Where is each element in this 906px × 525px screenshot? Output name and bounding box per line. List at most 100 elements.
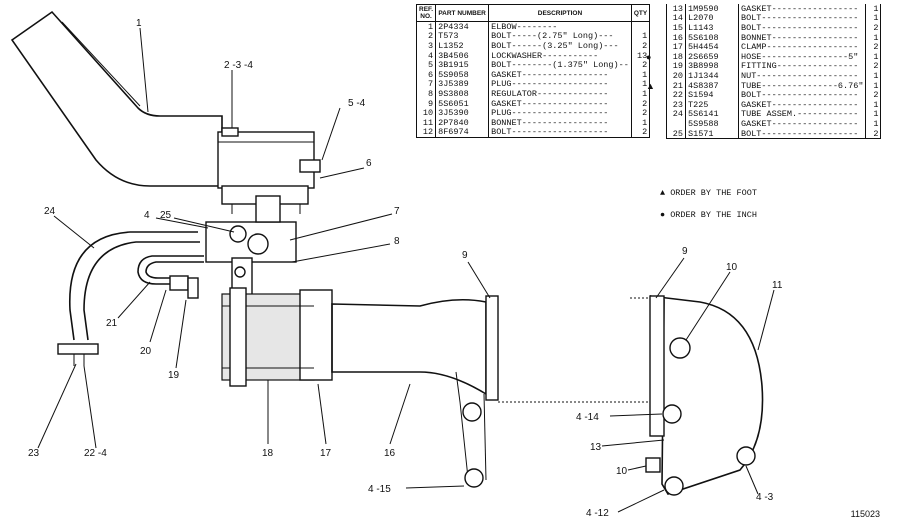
callout-8: 8 bbox=[394, 236, 400, 247]
header-ref-no: REF. NO. bbox=[415, 4, 437, 22]
legend-order-by-foot: ▲ ORDER BY THE FOOT bbox=[660, 188, 757, 198]
qty-cell: 2 bbox=[865, 42, 882, 52]
ref-cell: 22 bbox=[666, 90, 686, 100]
part-number-cell: L2070 bbox=[685, 13, 739, 24]
tube-assembly bbox=[57, 231, 200, 366]
callout-25: 25 bbox=[160, 210, 172, 221]
callout-23: 23 bbox=[28, 448, 40, 459]
part-number-cell: 3J5390 bbox=[435, 108, 490, 118]
callout-9-left: 9 bbox=[462, 250, 468, 261]
callout-labels: 1 2 -3 -4 5 -4 6 7 8 4 25 24 21 20 19 23… bbox=[28, 18, 783, 519]
ref-cell: 4 bbox=[415, 50, 437, 61]
part-number-cell: 3J5389 bbox=[435, 79, 490, 90]
part-number-cell: 1J1344 bbox=[685, 71, 739, 81]
ref-cell: 15 bbox=[666, 23, 686, 33]
order-by-foot-marker: ▲ bbox=[646, 81, 655, 91]
part-number-cell: S1571 bbox=[685, 128, 739, 140]
ref-cell: 11 bbox=[415, 117, 437, 128]
part-number-cell: 5S9058 bbox=[435, 69, 490, 80]
order-by-inch-marker: ● bbox=[646, 52, 652, 62]
description-cell: GASKET----------------- bbox=[737, 119, 867, 129]
callout-11: 11 bbox=[772, 280, 783, 291]
description-cell: BOLT------------------- bbox=[737, 128, 867, 140]
callout-4-14: 4 -14 bbox=[576, 412, 599, 423]
ref-cell bbox=[666, 119, 686, 129]
qty-cell: 1 bbox=[630, 31, 651, 42]
qty-cell: 13 bbox=[630, 50, 651, 61]
description-cell: FITTING---------------- bbox=[737, 61, 867, 72]
qty-cell: 1 bbox=[865, 80, 882, 91]
qty-cell: 2 bbox=[630, 98, 651, 109]
ref-cell: 18 bbox=[666, 51, 686, 62]
description-cell: GASKET----------------- bbox=[488, 98, 632, 109]
regulator-assembly bbox=[205, 195, 297, 307]
qty-cell: 1 bbox=[630, 117, 651, 128]
qty-cell: 2 bbox=[865, 23, 882, 33]
description-cell: BOLT------------------- bbox=[737, 90, 867, 100]
ref-cell: 13 bbox=[666, 4, 686, 14]
qty-cell: 1 bbox=[630, 69, 651, 80]
part-number-cell: 5S6108 bbox=[685, 32, 739, 43]
qty-cell: 1 bbox=[865, 13, 882, 24]
description-cell: CLAMP------------------ bbox=[737, 42, 867, 52]
callout-24: 24 bbox=[44, 206, 56, 217]
part-number-cell: L1143 bbox=[685, 23, 739, 33]
qty-cell: 1 bbox=[630, 79, 651, 90]
ref-cell: 12 bbox=[415, 127, 437, 139]
part-number-cell: 8F6974 bbox=[435, 127, 490, 139]
description-cell: BOLT------------------- bbox=[737, 23, 867, 33]
part-number-cell: 1M9590 bbox=[685, 4, 739, 14]
callout-22-4: 22 -4 bbox=[84, 448, 107, 459]
callout-19: 19 bbox=[168, 370, 180, 381]
description-cell: PLUG------------------- bbox=[488, 108, 632, 118]
callout-2-3-4: 2 -3 -4 bbox=[224, 60, 253, 71]
callout-17: 17 bbox=[320, 448, 332, 459]
ref-cell: 19 bbox=[666, 61, 686, 72]
qty-cell: 1 bbox=[865, 32, 882, 43]
description-cell: BONNET----------------- bbox=[737, 32, 867, 43]
callout-4-3: 4 -3 bbox=[756, 492, 774, 503]
description-cell: BOLT------(3.25" Long)--- bbox=[488, 41, 632, 51]
legend-order-by-inch: ● ORDER BY THE INCH bbox=[660, 210, 757, 220]
ref-cell: 5 bbox=[415, 60, 437, 70]
callout-18: 18 bbox=[262, 448, 274, 459]
ref-cell: 2 bbox=[415, 31, 437, 42]
description-cell: TUBE---------------6.76" bbox=[737, 80, 867, 91]
description-cell: BONNET----------------- bbox=[488, 117, 632, 128]
ref-cell: 24 bbox=[666, 109, 686, 120]
callout-4-12: 4 -12 bbox=[586, 508, 609, 519]
qty-cell: 2 bbox=[630, 127, 651, 139]
part-number-cell: L1352 bbox=[435, 41, 490, 51]
ref-cell: 9 bbox=[415, 98, 437, 109]
header-part-number: PART NUMBER bbox=[435, 4, 490, 22]
description-cell: REGULATOR-------------- bbox=[488, 89, 632, 99]
callout-20: 20 bbox=[140, 346, 152, 357]
description-cell: BOLT--------(1.375" Long)-- bbox=[488, 60, 632, 70]
description-cell: TUBE ASSEM.------------ bbox=[737, 109, 867, 120]
qty-cell: 2 bbox=[865, 61, 882, 72]
qty-cell: 2 bbox=[865, 90, 882, 100]
qty-cell: 1 bbox=[865, 51, 882, 62]
qty-cell bbox=[630, 21, 651, 32]
ref-cell: 1 bbox=[415, 21, 437, 32]
part-number-cell: 5S6141 bbox=[685, 109, 739, 120]
qty-cell: 1 bbox=[630, 89, 651, 99]
elbow-mounting-block bbox=[217, 127, 321, 214]
